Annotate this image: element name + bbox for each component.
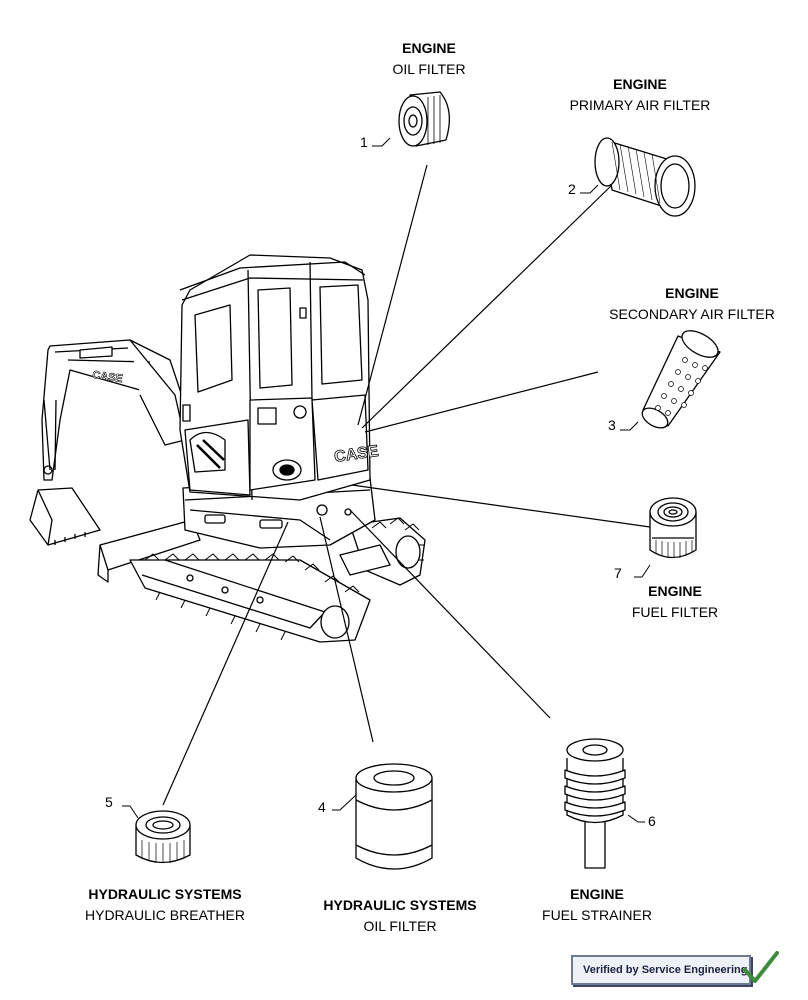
secondary-air-filter-part bbox=[620, 330, 721, 431]
body-brand-text: CASE bbox=[333, 443, 380, 466]
label-secondary-air-filter: ENGINE SECONDARY AIR FILTER bbox=[596, 283, 788, 325]
label-part-name: PRIMARY AIR FILTER bbox=[569, 97, 711, 113]
excavator-illustration: CASE CASE bbox=[29, 254, 426, 643]
engine-oil-filter-part bbox=[372, 91, 451, 147]
label-category: ENGINE bbox=[665, 285, 719, 301]
fuel-strainer-part bbox=[564, 738, 645, 869]
verified-badge-text: Verified by Service Engineering bbox=[583, 964, 748, 976]
label-hydraulic-oil-filter: HYDRAULIC SYSTEMS OIL FILTER bbox=[310, 895, 490, 937]
label-part-name: SECONDARY AIR FILTER bbox=[609, 306, 775, 322]
verified-badge: Verified by Service Engineering bbox=[571, 955, 751, 985]
label-engine-oil-filter: ENGINE OIL FILTER bbox=[359, 38, 499, 80]
label-category: ENGINE bbox=[648, 583, 702, 599]
primary-air-filter-part bbox=[580, 137, 696, 217]
callout-number-5: 5 bbox=[105, 794, 113, 810]
label-hydraulic-breather: HYDRAULIC SYSTEMS HYDRAULIC BREATHER bbox=[70, 884, 260, 926]
hydraulic-oil-filter-part bbox=[332, 763, 433, 870]
label-fuel-filter: ENGINE FUEL FILTER bbox=[615, 581, 735, 623]
callout-number-4: 4 bbox=[318, 799, 326, 815]
label-category: HYDRAULIC SYSTEMS bbox=[323, 897, 477, 913]
label-category: ENGINE bbox=[402, 40, 456, 56]
label-category: ENGINE bbox=[613, 76, 667, 92]
label-part-name: OIL FILTER bbox=[392, 61, 466, 77]
label-fuel-strainer: ENGINE FUEL STRAINER bbox=[527, 884, 667, 926]
leader-lines bbox=[162, 164, 658, 806]
label-part-name: HYDRAULIC BREATHER bbox=[85, 907, 245, 923]
callout-number-3: 3 bbox=[608, 417, 616, 433]
label-category: HYDRAULIC SYSTEMS bbox=[88, 886, 242, 902]
callout-number-2: 2 bbox=[568, 181, 576, 197]
boom-brand-text: CASE bbox=[92, 369, 124, 385]
label-category: ENGINE bbox=[570, 886, 624, 902]
label-part-name: OIL FILTER bbox=[363, 918, 437, 934]
callout-number-1: 1 bbox=[360, 134, 368, 150]
label-primary-air-filter: ENGINE PRIMARY AIR FILTER bbox=[550, 74, 730, 116]
label-part-name: FUEL STRAINER bbox=[542, 907, 652, 923]
callout-number-7: 7 bbox=[614, 565, 622, 581]
callout-number-6: 6 bbox=[648, 813, 656, 829]
checkmark-icon bbox=[743, 951, 779, 983]
hydraulic-breather-part bbox=[122, 805, 191, 864]
label-part-name: FUEL FILTER bbox=[631, 604, 719, 620]
fuel-filter-part bbox=[634, 497, 697, 578]
